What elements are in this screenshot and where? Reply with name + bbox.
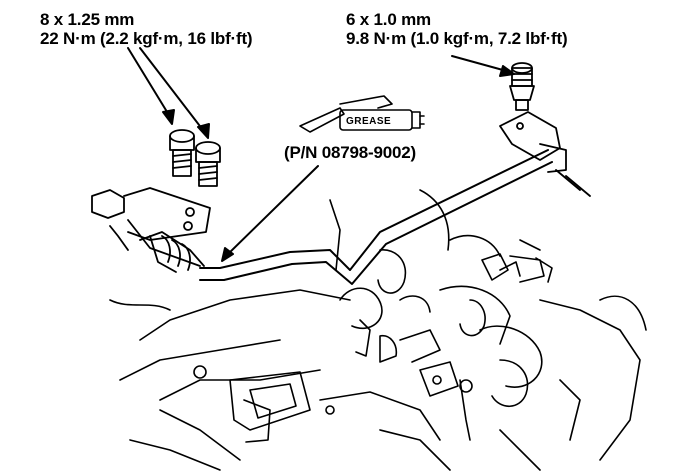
fluid-pipe	[199, 149, 553, 285]
bolt-icon	[509, 62, 535, 111]
left-bolt-spec: 8 x 1.25 mm 22 N·m (2.2 kgf·m, 16 lbf·ft…	[40, 10, 253, 48]
right-bracket	[499, 111, 591, 197]
left-bolt-size: 8 x 1.25 mm	[40, 10, 135, 29]
grease-part-number: (P/N 08798-9002)	[284, 143, 416, 162]
left-cylinder	[91, 187, 211, 273]
right-bolt-spec: 6 x 1.0 mm 9.8 N·m (1.0 kgf·m, 7.2 lbf·f…	[346, 10, 568, 48]
right-bolt-size: 6 x 1.0 mm	[346, 10, 431, 29]
right-spec-leader	[451, 55, 515, 77]
bolt-icon	[195, 141, 221, 187]
bolt-icon	[169, 129, 195, 177]
grease-leader	[221, 165, 319, 262]
left-spec-leaders	[127, 47, 210, 139]
right-bolt-torque: 9.8 N·m (1.0 kgf·m, 7.2 lbf·ft)	[346, 29, 568, 48]
engine-outline	[109, 189, 647, 471]
grease-tube-icon	[299, 95, 425, 133]
left-bolt-torque: 22 N·m (2.2 kgf·m, 16 lbf·ft)	[40, 29, 253, 48]
grease-tube-label: GREASE	[346, 116, 392, 127]
